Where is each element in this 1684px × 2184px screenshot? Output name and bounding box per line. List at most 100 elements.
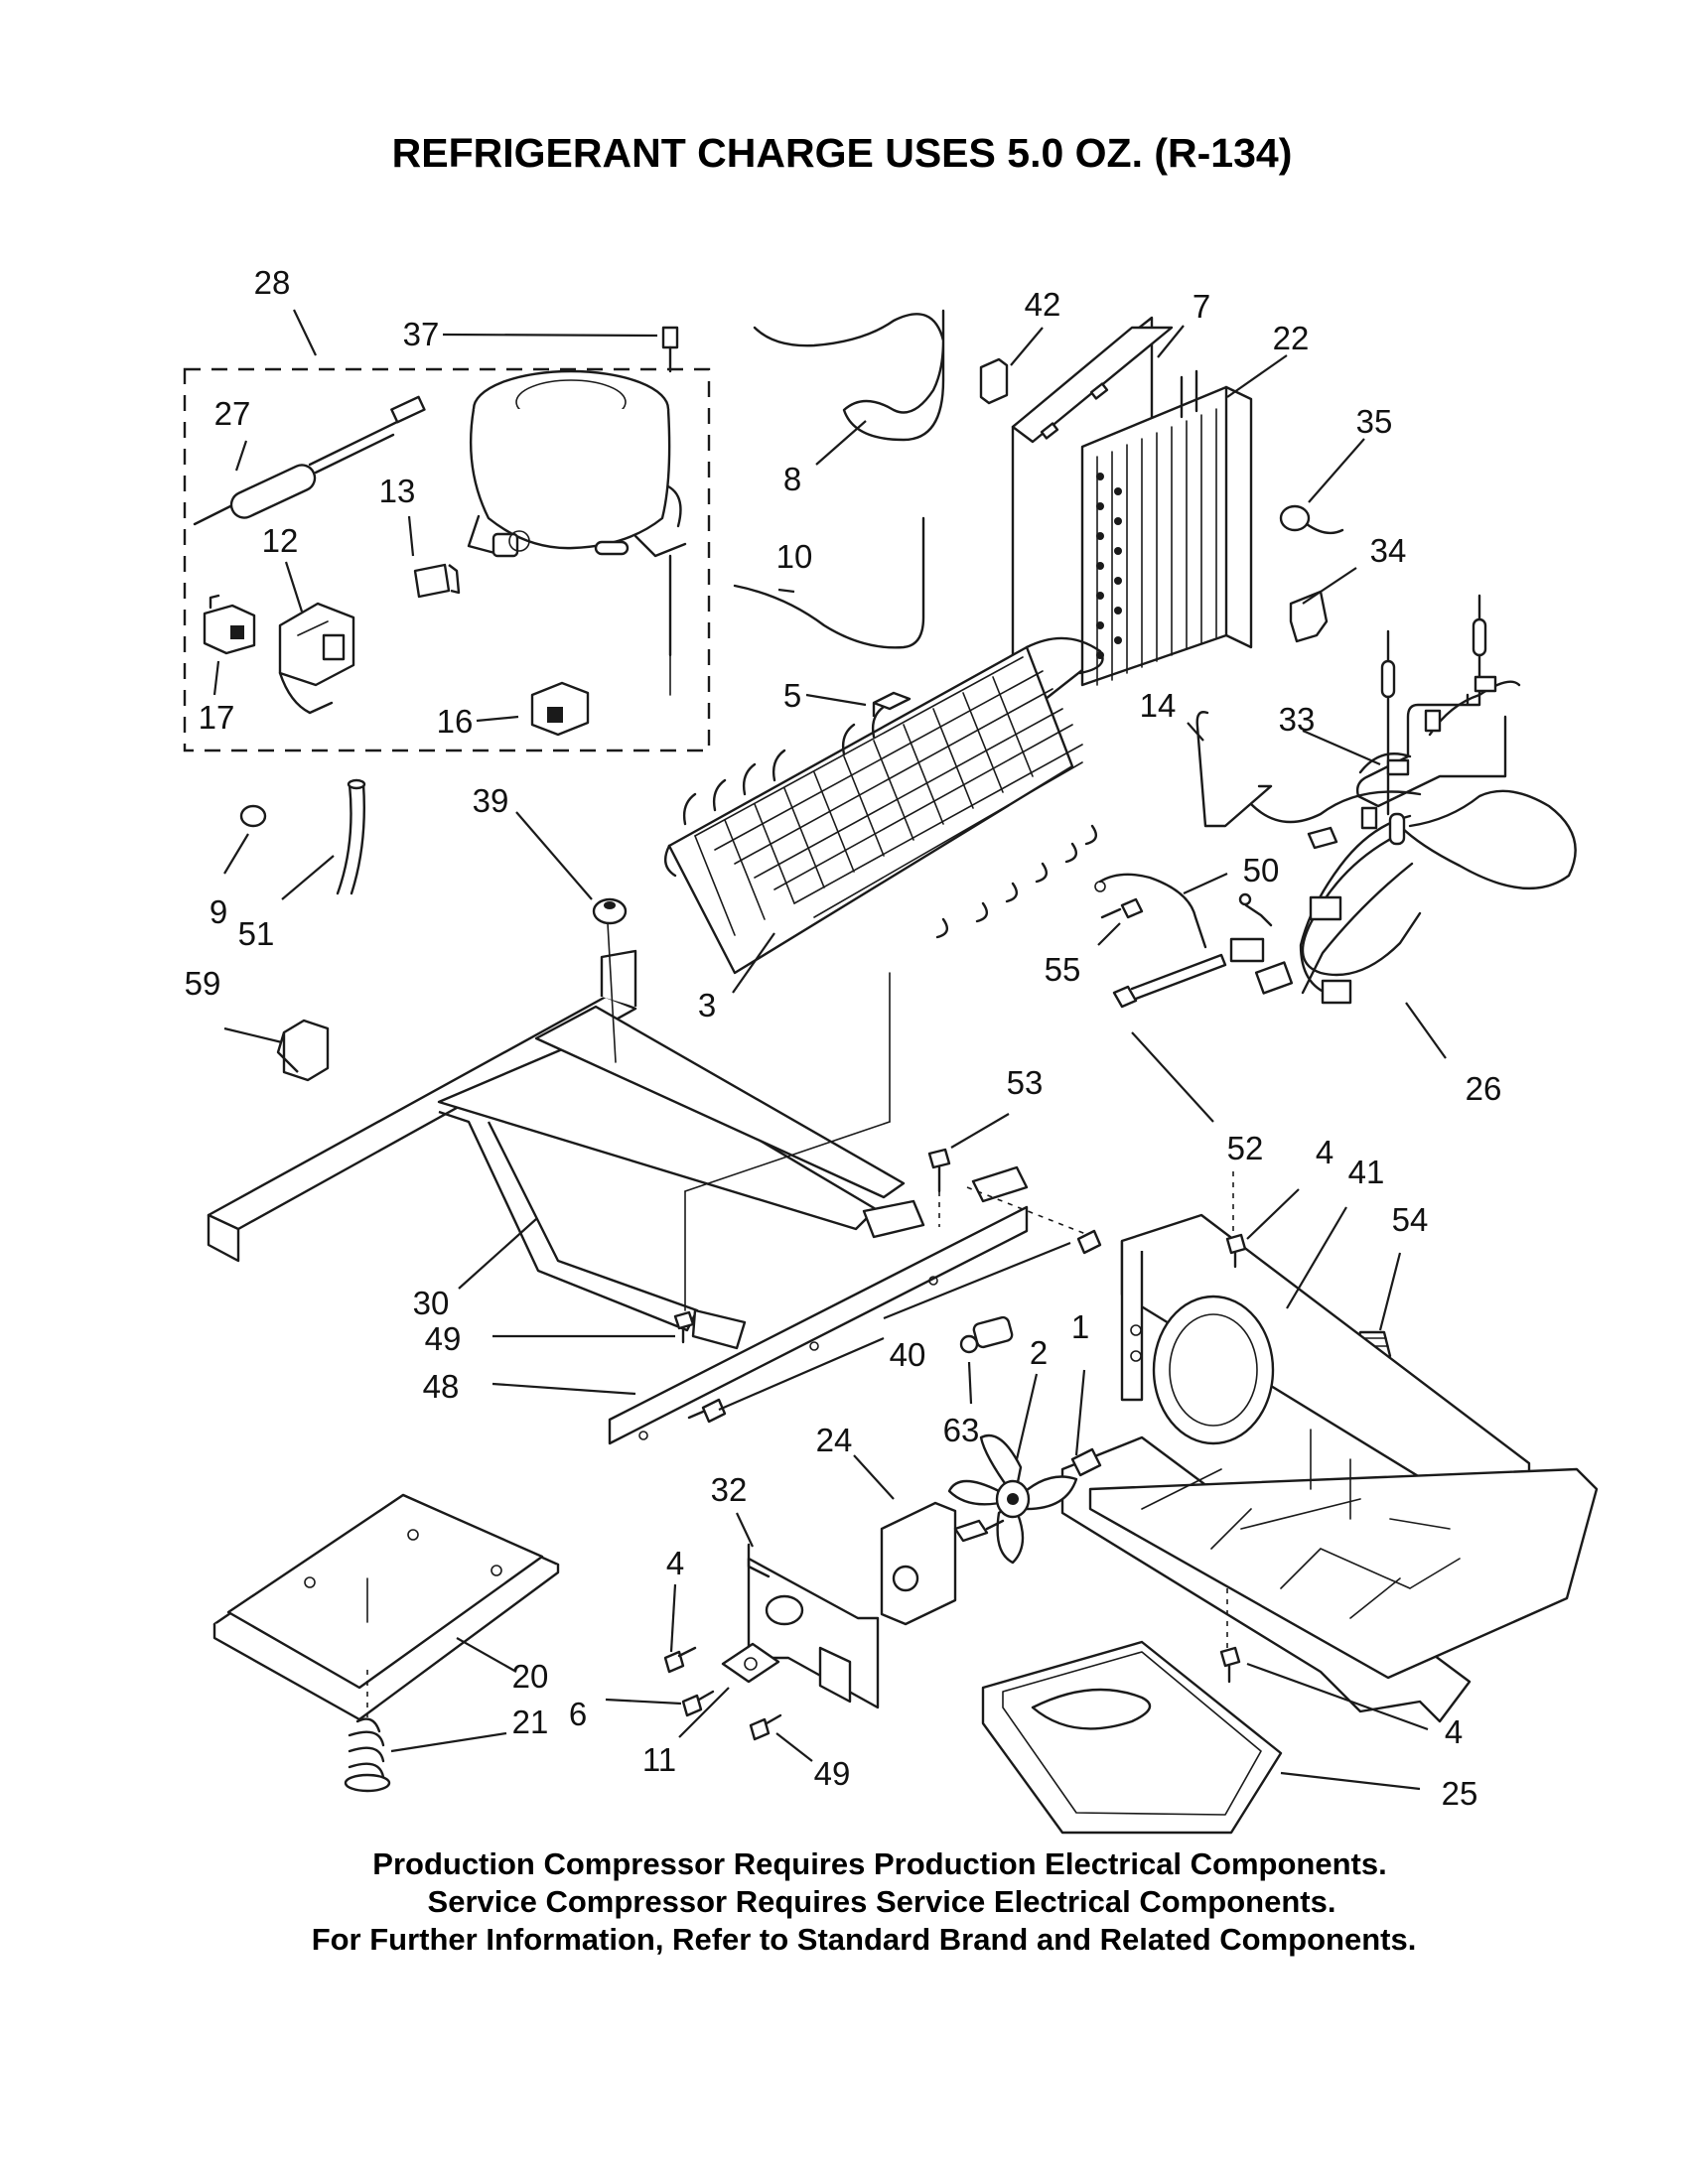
callout-50: 50: [1243, 852, 1280, 888]
callout-20: 20: [512, 1658, 549, 1695]
callout-22: 22: [1273, 320, 1310, 356]
tube-10: [733, 516, 925, 649]
clip-42: [979, 357, 1009, 405]
tube-51: [336, 782, 365, 895]
plug-9: [239, 804, 267, 828]
condenser-coil-3: [663, 636, 1104, 1123]
cable-tie-52: [1112, 953, 1227, 1009]
wire-harness-26: [1229, 675, 1577, 1005]
callout-1: 1: [1071, 1308, 1089, 1345]
compressor: [467, 369, 687, 696]
callout-7: 7: [1193, 288, 1210, 325]
screw-37: [661, 326, 679, 373]
clip-50: [1098, 873, 1207, 949]
callout-12: 12: [262, 522, 299, 559]
callout-27: 27: [214, 395, 251, 432]
callout-32: 32: [711, 1471, 748, 1508]
frame-30: [207, 922, 925, 1350]
callout-51: 51: [238, 915, 275, 952]
sensor-35: [1279, 504, 1344, 535]
bracket-32: [747, 1543, 880, 1709]
callout-35: 35: [1356, 403, 1393, 440]
hanger-14: [1195, 711, 1273, 828]
footer-line-3: For Further Information, Refer to Standa…: [312, 1922, 1417, 1957]
tubing-33: [1355, 594, 1507, 816]
callout-8: 8: [783, 461, 801, 497]
callout-17: 17: [199, 699, 235, 736]
footer-notes: Production Compressor Requires Productio…: [312, 1846, 1417, 1957]
clip-1: [1070, 1447, 1102, 1477]
callout-3: 3: [698, 987, 716, 1024]
screw-55: [1100, 897, 1144, 919]
callout-9: 9: [210, 893, 227, 930]
callout-4-left: 4: [666, 1545, 684, 1581]
screw-40b: [701, 1398, 727, 1424]
callout-30: 30: [413, 1285, 450, 1321]
callout-42: 42: [1025, 286, 1061, 323]
callout-49-lower: 49: [814, 1755, 851, 1792]
drain-pan-25: [981, 1640, 1283, 1835]
screw-4c: [1219, 1588, 1241, 1684]
base-shroud-41: [1060, 1213, 1599, 1723]
clip-5: [872, 691, 912, 717]
tube-8: [753, 309, 945, 442]
fan-blade-2: [947, 1433, 1078, 1565]
callout-63: 63: [943, 1412, 980, 1448]
bracket-59: [276, 1019, 330, 1082]
callout-21: 21: [512, 1704, 549, 1740]
screw-40a: [1076, 1229, 1102, 1255]
callout-13: 13: [379, 473, 416, 509]
overload-17: [203, 594, 256, 655]
callout-55: 55: [1045, 951, 1081, 988]
screw-49a: [673, 1310, 695, 1344]
cover-16: [530, 681, 590, 737]
callout-16: 16: [437, 703, 474, 740]
screw-4a: [1225, 1171, 1247, 1269]
coupling-63: [959, 1315, 1014, 1354]
compressor-assembly-box: [183, 367, 711, 752]
callout-24: 24: [816, 1422, 853, 1458]
page-title: REFRIGERANT CHARGE USES 5.0 OZ. (R-134): [392, 130, 1293, 176]
callout-4-right: 4: [1445, 1713, 1463, 1750]
callout-34: 34: [1370, 532, 1407, 569]
screw-49b: [749, 1713, 782, 1741]
callout-26: 26: [1466, 1070, 1502, 1107]
callout-40: 40: [890, 1336, 926, 1373]
screw-53: [927, 1148, 951, 1227]
callout-59: 59: [185, 965, 221, 1002]
leader-lines: [212, 309, 1447, 1791]
bracket-13: [413, 563, 461, 599]
footer-line-1: Production Compressor Requires Productio…: [372, 1846, 1386, 1881]
callout-28: 28: [254, 264, 291, 301]
callout-14: 14: [1140, 687, 1177, 724]
callout-labels: 28 37 27 13 12 17 16 8 10 42 7 22 35 34 …: [185, 264, 1502, 1812]
plate-11: [721, 1642, 780, 1684]
rail-48: [608, 1165, 1029, 1445]
callout-6: 6: [569, 1696, 587, 1732]
screw-4b: [663, 1646, 697, 1674]
callout-11: 11: [642, 1741, 676, 1778]
cover-plate-20: [212, 1493, 560, 1721]
grommet-39: [592, 897, 628, 925]
callout-2: 2: [1030, 1334, 1048, 1371]
callout-39: 39: [473, 782, 509, 819]
drier-27: [193, 395, 426, 526]
condenser-22: [1080, 369, 1253, 687]
callout-53: 53: [1007, 1064, 1044, 1101]
callout-41: 41: [1348, 1154, 1385, 1190]
relay-12: [278, 602, 355, 715]
compressor-assembly-group: [183, 326, 711, 752]
callout-37: 37: [403, 316, 440, 352]
callout-10: 10: [776, 538, 813, 575]
callout-25: 25: [1442, 1775, 1478, 1812]
callout-33: 33: [1279, 701, 1316, 738]
callout-4-top: 4: [1316, 1134, 1333, 1170]
callout-52: 52: [1227, 1130, 1264, 1166]
fan-motor-24: [880, 1501, 1005, 1626]
callout-5: 5: [783, 677, 801, 714]
callout-54: 54: [1392, 1201, 1429, 1238]
callout-49-upper: 49: [425, 1320, 462, 1357]
screw-6: [681, 1690, 715, 1717]
spring-21: [344, 1717, 391, 1793]
